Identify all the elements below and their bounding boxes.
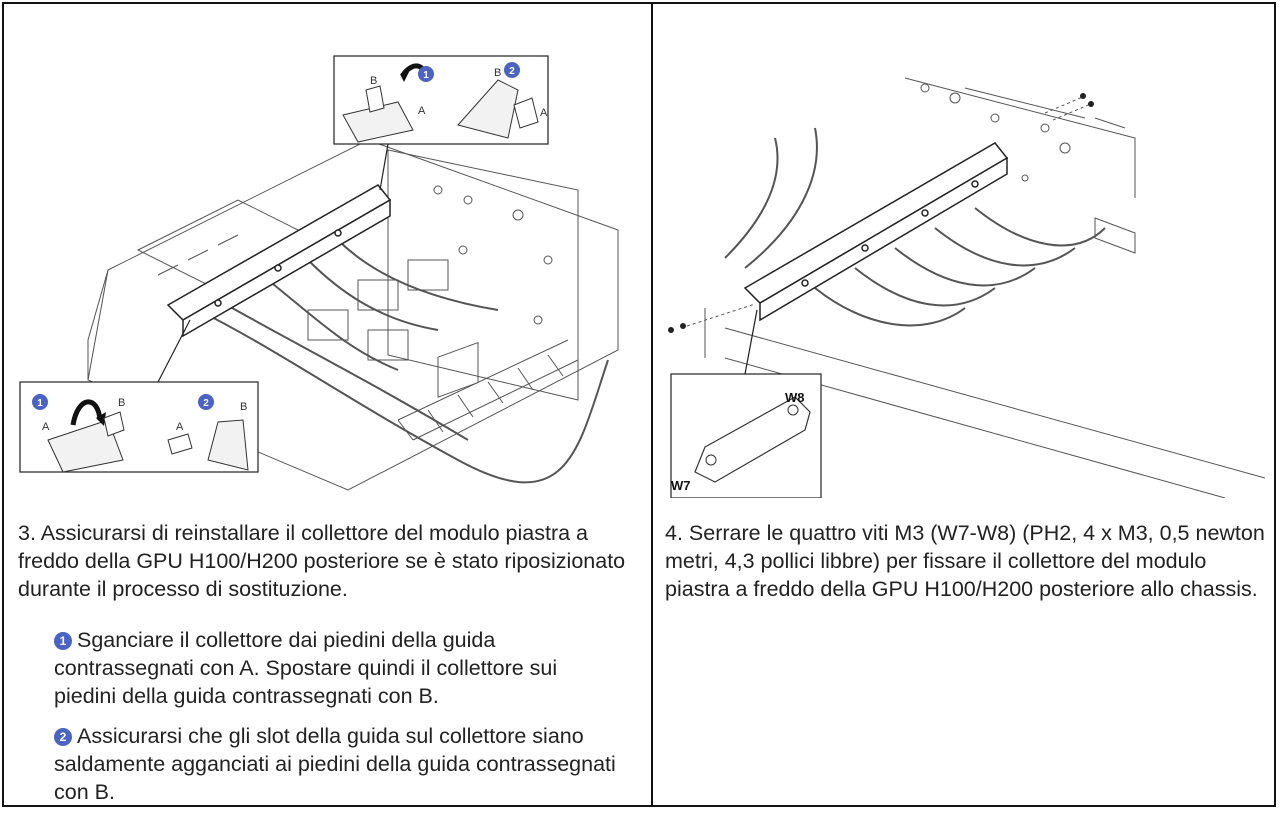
bottom-inset: 1 2 A B A B [19,319,259,473]
manifold-screws-illustration [668,77,1265,498]
label-w8: W8 [785,390,805,405]
svg-text:B: B [370,75,377,87]
svg-text:1: 1 [423,70,429,81]
screw-inset [670,309,822,498]
callout-1-icon: 1 [54,632,72,650]
callout-2-icon: 2 [54,728,72,746]
svg-text:A: A [176,421,184,433]
svg-text:B: B [240,401,247,413]
svg-text:2: 2 [203,398,209,409]
svg-text:A: A [418,105,426,117]
svg-text:A: A [540,107,548,119]
manifold-reinstall-illustration: 1 2 A B A B 1 2 A [19,55,619,491]
column-divider [651,4,653,805]
svg-text:2: 2 [509,66,515,77]
svg-text:1: 1 [37,398,43,409]
step-3-cell: 1 2 A B A B 1 2 A [4,4,651,805]
substep-2-text: Assicurarsi che gli slot della guida sul… [54,724,616,804]
svg-text:B: B [118,397,125,409]
step-4-cell: W8 W7 4. Serrare le quattro viti M3 (W7-… [653,4,1274,805]
svg-text:A: A [42,421,50,433]
step-4-text: 4. Serrare le quattro viti M3 (W7-W8) (P… [665,521,1265,601]
svg-text:B: B [494,67,501,79]
label-w7: W7 [671,478,691,493]
step-3-text: 3. Assicurarsi di reinstallare il collet… [18,521,626,601]
top-inset: 1 2 A B A B [333,55,549,191]
instruction-table: 1 2 A B A B 1 2 A [2,2,1276,807]
substep-1-text: Sganciare il collettore dai piedini dell… [54,628,558,708]
